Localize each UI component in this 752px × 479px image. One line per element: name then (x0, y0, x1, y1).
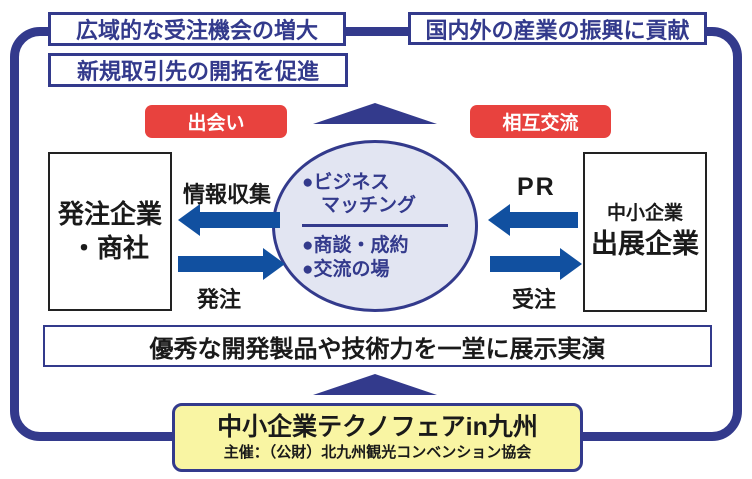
arrow-label-pr: PR (517, 173, 556, 201)
exhibition-banner: 優秀な開発製品や技術力を一堂に展示実演 (43, 325, 712, 367)
arrow-pr-icon (488, 204, 578, 236)
ellipse-line-matching: マッチング (321, 195, 417, 217)
center-ellipse-text: ●ビジネス マッチング ●商談・成約 ●交流の場 (302, 171, 448, 282)
badge-mutual-exchange: 相互交流 (470, 105, 611, 138)
arrow-head (178, 204, 200, 236)
orderer-company-box: 発注企業 ・商社 (48, 152, 172, 311)
ellipse-divider (302, 224, 448, 227)
exhibition-banner-label: 優秀な開発製品や技術力を一堂に展示実演 (149, 335, 606, 363)
benefit-box-industry-contribution-label: 国内外の産業の振興に貢献 (425, 17, 690, 43)
up-arrow-top-icon (313, 103, 437, 124)
event-title-box: 中小企業テクノフェアin九州 主催：（公財）北九州観光コンベンション協会 (172, 403, 583, 472)
benefit-box-order-opportunities: 広域的な受注機会の増大 (48, 12, 346, 46)
up-arrow-bottom-icon (313, 374, 437, 395)
exhibitor-company-line2: 出展企業 (591, 228, 699, 259)
arrow-place-order-icon (178, 248, 285, 280)
orderer-company-line1: 発注企業 (57, 198, 162, 229)
center-ellipse-business-matching: ●ビジネス マッチング ●商談・成約 ●交流の場 (272, 140, 478, 312)
arrow-label-receive-order: 受注 (512, 287, 557, 312)
orderer-company-line2: ・商社 (70, 232, 149, 263)
ellipse-line-exchange-place: ●交流の場 (302, 258, 390, 280)
arrow-label-place-order: 発注 (197, 287, 242, 312)
arrow-head (560, 248, 582, 280)
arrow-head (488, 204, 510, 236)
benefit-box-order-opportunities-label: 広域的な受注機会の増大 (75, 18, 318, 43)
benefit-box-new-partners: 新規取引先の開拓を促進 (48, 53, 348, 87)
badge-encounter-label: 出会い (187, 113, 245, 134)
badge-encounter: 出会い (145, 105, 287, 138)
exhibitor-company-line1: 中小企業 (606, 203, 683, 225)
arrow-head (263, 248, 285, 280)
exhibitor-company-box: 中小企業 出展企業 (583, 152, 707, 312)
arrow-receive-order-icon (490, 248, 582, 280)
arrow-info-collection-icon (178, 204, 280, 236)
arrow-label-info-collection: 情報収集 (183, 182, 272, 207)
benefit-box-new-partners-label: 新規取引先の開拓を促進 (76, 59, 319, 84)
arrow-shaft (508, 212, 578, 228)
badge-mutual-exchange-label: 相互交流 (502, 113, 579, 134)
ellipse-line-business: ●ビジネス (302, 171, 390, 193)
event-organizer: 主催：（公財）北九州観光コンベンション協会 (223, 444, 532, 462)
arrow-shaft (198, 212, 280, 228)
ellipse-line-negotiation: ●商談・成約 (302, 235, 409, 256)
arrow-shaft (178, 256, 265, 272)
arrow-shaft (490, 256, 562, 272)
event-title: 中小企業テクノフェアin九州 (217, 412, 538, 441)
benefit-box-industry-contribution: 国内外の産業の振興に貢献 (408, 12, 707, 45)
